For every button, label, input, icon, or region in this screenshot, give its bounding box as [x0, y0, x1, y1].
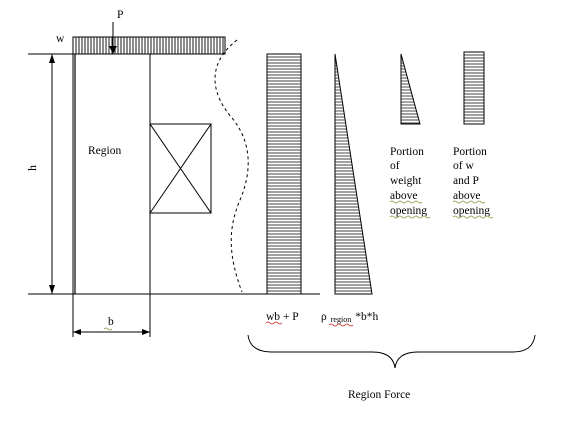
label-b: b [108, 316, 114, 328]
svg-text:above: above [453, 190, 480, 202]
label-h: h [27, 165, 39, 171]
label-wb-plus-p: wb + P [266, 311, 299, 323]
weight-above-opening-diagram [400, 53, 421, 125]
label-region: Region [88, 145, 121, 157]
label-portion-of-w-and-p: Portion of w and P above opening [452, 146, 494, 219]
svg-text:weight: weight [390, 175, 422, 187]
svg-text:opening: opening [453, 205, 490, 217]
break-line [214, 39, 249, 293]
svg-text:opening: opening [390, 205, 427, 217]
label-p: P [117, 9, 123, 21]
svg-text:above: above [390, 190, 417, 202]
svg-text:of w: of w [453, 160, 474, 172]
svg-text:and P: and P [453, 175, 479, 187]
opening-box [149, 123, 212, 214]
region-force-brace [247, 334, 536, 369]
wall-region [72, 53, 151, 295]
svg-text:of: of [390, 160, 400, 172]
distributed-load-w [72, 36, 226, 55]
label-portion-of-weight: Portion of weight above opening [389, 146, 431, 219]
svg-text:Portion: Portion [390, 146, 424, 158]
width-dimension [72, 294, 151, 337]
point-load-arrow [109, 22, 117, 54]
label-rho-region-bh: ρ region *b*h [321, 307, 378, 326]
label-region-force: Region Force [348, 389, 410, 401]
load-above-opening-diagram [463, 51, 485, 125]
uniform-force-diagram [266, 53, 302, 295]
label-w: w [56, 33, 65, 45]
svg-text:Portion: Portion [453, 146, 487, 158]
self-weight-diagram [334, 53, 373, 295]
